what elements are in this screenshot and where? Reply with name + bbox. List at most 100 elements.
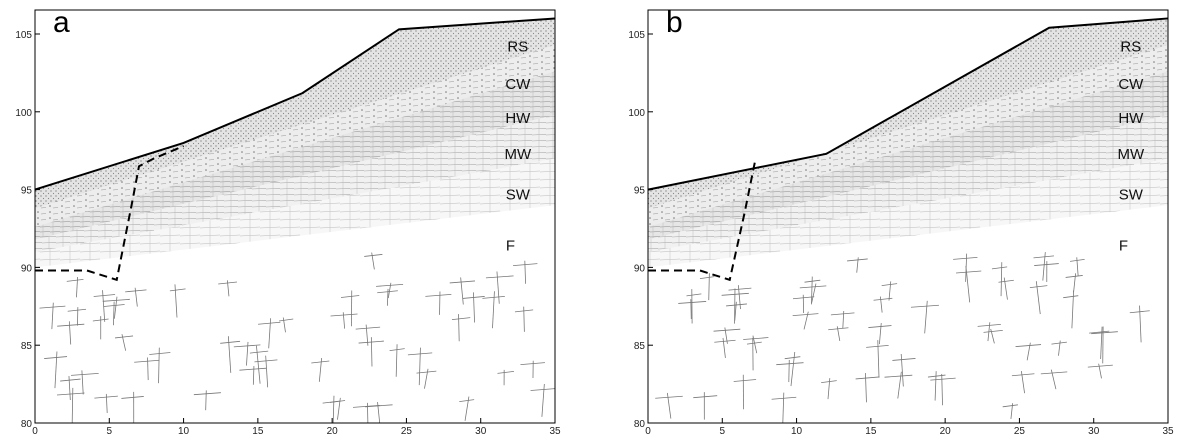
fracture [983, 329, 1003, 333]
fracture [1020, 370, 1025, 394]
fracture [193, 392, 221, 396]
fracture [1050, 369, 1057, 390]
fracture [1035, 281, 1041, 315]
fracture [205, 390, 207, 411]
fracture [686, 293, 702, 297]
fracture [790, 351, 796, 387]
zone-label-cw: CW [1118, 76, 1144, 93]
fracture [879, 296, 883, 313]
fracture [68, 321, 72, 345]
fracture [752, 335, 758, 354]
x-tick-label: 20 [940, 426, 952, 437]
x-tick-label: 15 [252, 426, 264, 437]
y-tick-label: 105 [15, 30, 32, 41]
fracture [990, 328, 995, 344]
fracture [1010, 403, 1014, 419]
fracture [377, 402, 381, 423]
fracture [821, 380, 837, 384]
fracture [965, 253, 968, 282]
fracture-marks [655, 252, 1150, 423]
fracture [1058, 340, 1061, 356]
fracture [51, 302, 54, 330]
fracture [776, 362, 804, 366]
fracture [322, 400, 340, 404]
fracture [252, 366, 255, 385]
fracture [416, 370, 437, 374]
fracture [868, 325, 892, 328]
fracture [492, 291, 495, 329]
fracture [458, 314, 460, 342]
fracture [924, 300, 928, 334]
fracture [227, 336, 232, 373]
zone-rs [35, 18, 555, 209]
fracture [1029, 285, 1048, 289]
fracture [855, 376, 880, 380]
fracture [881, 283, 898, 286]
y-tick-label: 100 [15, 108, 32, 119]
zone-label-f: F [506, 238, 515, 255]
fracture [541, 383, 545, 417]
fracture [666, 392, 672, 419]
fracture [424, 368, 429, 389]
y-tick-label: 100 [628, 108, 645, 119]
plot-frame [647, 9, 1169, 424]
fracture [699, 276, 715, 280]
fracture [68, 376, 71, 401]
fracture [337, 397, 341, 420]
fracture [934, 371, 937, 401]
fracture [1042, 252, 1046, 281]
fracture [258, 321, 281, 325]
fracture [897, 371, 902, 399]
fracture [1026, 342, 1031, 361]
x-tick-label: 25 [1014, 426, 1026, 437]
fracture [340, 295, 360, 298]
fracture [376, 283, 404, 287]
fracture [1003, 277, 1008, 300]
fracture [524, 260, 526, 284]
fracture [395, 344, 398, 377]
fracture [113, 301, 115, 326]
zone-label-sw: SW [1119, 186, 1144, 203]
fracture [1015, 344, 1042, 347]
fracture [836, 326, 841, 341]
fracture [282, 317, 286, 333]
fracture [856, 257, 859, 273]
fracture [158, 347, 160, 384]
y-tick-label: 80 [21, 419, 33, 430]
fracture [278, 318, 294, 322]
y-tick-label: 90 [634, 263, 646, 274]
fracture [782, 392, 785, 423]
fracture [784, 356, 801, 360]
x-tick-label: 10 [791, 426, 803, 437]
fracture [1073, 273, 1076, 293]
zone-label-cw: CW [505, 76, 531, 93]
fracture [930, 377, 956, 381]
x-tick-label: 10 [178, 426, 190, 437]
fracture [734, 301, 737, 321]
plot-frame [34, 9, 556, 424]
fracture [866, 345, 889, 348]
y-tick-label: 85 [21, 341, 33, 352]
fracture [811, 283, 817, 304]
panel-letter: b [666, 6, 683, 39]
fracture [799, 285, 827, 289]
fracture [387, 282, 392, 299]
fracture [892, 358, 916, 361]
fracture [965, 265, 971, 303]
zone-label-hw: HW [505, 110, 531, 127]
fracture [873, 297, 893, 301]
fracture [737, 285, 741, 310]
fracture [1089, 330, 1110, 334]
fracture [114, 335, 134, 339]
fracture [827, 378, 831, 400]
fracture [451, 317, 471, 320]
fracture [847, 258, 868, 262]
fracture [1087, 364, 1113, 368]
fracture [44, 356, 68, 359]
fracture [482, 296, 505, 299]
fracture [370, 337, 373, 367]
fracture [121, 334, 127, 351]
fracture [520, 362, 545, 366]
x-tick-label: 30 [1088, 426, 1100, 437]
